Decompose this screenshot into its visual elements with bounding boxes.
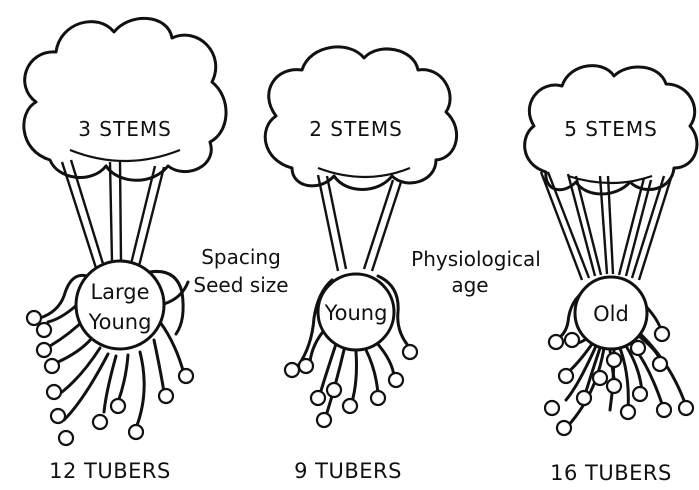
factors-right: Physiological age: [411, 247, 541, 297]
plant-1: Large Young 3 STEMS 12 TUBERS: [24, 18, 226, 483]
plant-3-tubers-label: 16 TUBERS: [550, 461, 672, 485]
factors-left: Spacing Seed size: [193, 245, 288, 297]
plant-3-stems-label: 5 STEMS: [564, 117, 658, 141]
plant-1-canopy: [24, 18, 226, 180]
plant-1-seed-label-line-2: Young: [88, 310, 152, 334]
plant-1-seed-label-line-1: Large: [90, 280, 149, 304]
factor-physiological: Physiological: [411, 247, 541, 271]
factor-age: age: [451, 273, 488, 297]
factor-seed-size: Seed size: [193, 273, 288, 297]
factor-spacing: Spacing: [201, 245, 281, 269]
plant-2-stems-label: 2 STEMS: [309, 117, 403, 141]
plant-2-seed-label-line-1: Young: [324, 301, 388, 325]
plant-1-stems-label: 3 STEMS: [78, 117, 172, 141]
plant-2-tubers-label: 9 TUBERS: [294, 459, 402, 483]
plant-3-seed-label-line-1: Old: [593, 302, 629, 326]
plant-1-tubers-label: 12 TUBERS: [49, 459, 171, 483]
plant-1-seed-tuber: [76, 261, 164, 349]
plant-3: Old 5 STEMS 16 TUBERS: [525, 66, 697, 485]
